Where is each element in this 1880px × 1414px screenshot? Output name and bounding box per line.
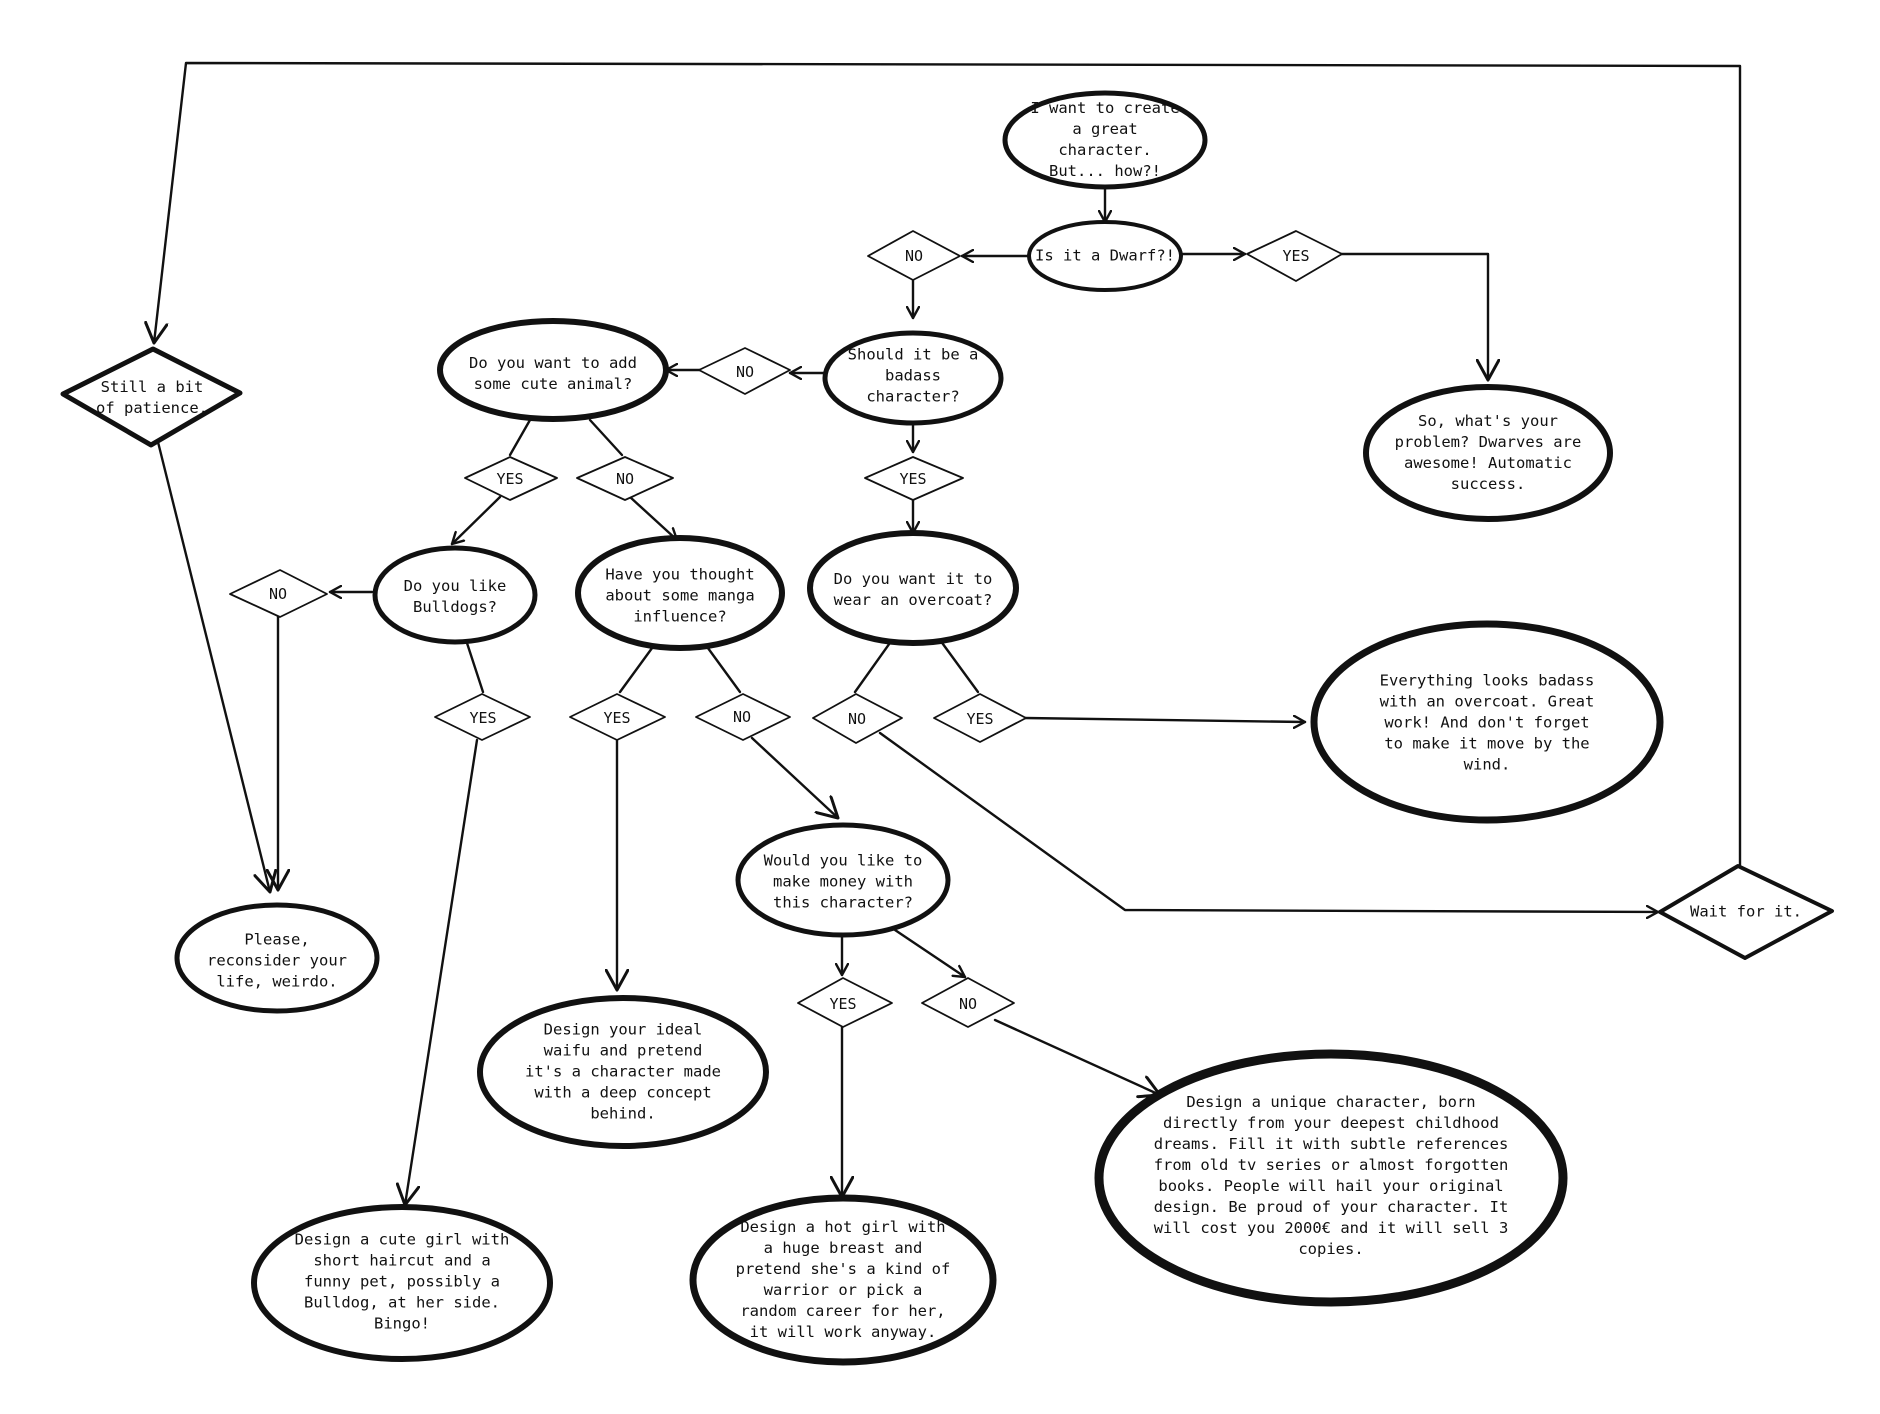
diamond-animal-yes — [464, 456, 558, 501]
edge-manga-no — [703, 642, 742, 694]
label-manga-yes: YES — [603, 709, 631, 727]
edge-yes-cute-girl — [405, 738, 479, 1205]
label-badass-no: NO — [735, 363, 755, 381]
node-hot-girl-shape — [689, 1194, 997, 1366]
node-badass: Should it be a badass character? — [847, 345, 979, 406]
diamond-bulldog-no — [229, 569, 328, 618]
node-wait: Wait for it. — [1690, 902, 1802, 921]
node-overcoat-shape — [807, 530, 1019, 646]
edge-animal-yes — [508, 418, 532, 457]
node-manga-shape — [575, 535, 785, 651]
diamond-bulldog-yes — [434, 693, 531, 741]
diamond-dwarf-no — [867, 230, 961, 281]
node-cute-animal-shape — [437, 318, 669, 422]
node-wait-shape — [1658, 864, 1834, 960]
node-unique-shape — [1094, 1049, 1568, 1307]
node-dwarf-shape — [1027, 220, 1183, 292]
node-badass-shape — [822, 330, 1004, 426]
label-animal-no: NO — [615, 470, 635, 488]
edge-overcoat-no — [853, 638, 894, 694]
edge-no-manga — [628, 495, 679, 542]
diamond-dwarf-yes — [1246, 230, 1343, 282]
label-manga-no: NO — [732, 708, 752, 726]
node-reconsider-shape — [174, 902, 380, 1014]
label-overcoat-no: NO — [847, 710, 867, 728]
node-dwarf-result: So, what's your problem? Dwarves are awe… — [1394, 412, 1582, 493]
label-animal-yes: YES — [496, 470, 524, 488]
node-patience-shape — [60, 346, 243, 448]
diamond-overcoat-yes — [933, 693, 1027, 743]
connector-lines — [154, 61, 1742, 1205]
node-overcoat: Do you want it to wear an overcoat? — [833, 570, 993, 609]
node-manga: Have you thought about some manga influe… — [605, 565, 755, 626]
label-money-yes: YES — [829, 995, 857, 1013]
edge-money-no — [893, 928, 967, 979]
label-dwarf-yes: YES — [1282, 247, 1310, 265]
node-overcoat-result: Everything looks badass with an overcoat… — [1379, 671, 1595, 774]
node-unique: Design a unique character, born directly… — [1153, 1093, 1509, 1258]
edge-manga-yes — [618, 642, 657, 694]
edge-yes-bulldogs — [450, 495, 502, 546]
edge-animal-no — [588, 418, 624, 457]
node-start: I want to create a great character. But.… — [1030, 99, 1180, 180]
edge-wait-patience — [154, 61, 1742, 867]
node-money: Would you like to make money with this c… — [763, 851, 923, 912]
edge-bulldogs-yes — [464, 638, 485, 694]
diamond-animal-no — [576, 456, 674, 501]
node-reconsider: Please, reconsider your life, weirdo. — [207, 930, 347, 991]
node-bulldogs: Do you like Bulldogs? — [403, 577, 507, 616]
edge-no-unique — [993, 1018, 1160, 1095]
diamond-badass-no — [698, 347, 791, 395]
node-waifu: Design your ideal waifu and pretend it's… — [525, 1020, 721, 1123]
node-cute-animal: Do you want to add some cute animal? — [469, 354, 637, 393]
diamond-money-yes — [797, 977, 893, 1028]
label-bulldog-yes: YES — [469, 709, 497, 727]
edge-patience-reconsider — [156, 440, 270, 892]
diamond-money-no — [921, 977, 1015, 1028]
node-money-shape — [735, 822, 951, 938]
label-money-no: NO — [958, 995, 978, 1013]
ellipse-nodes — [174, 90, 1664, 1366]
node-hot-girl: Design a hot girl with a huge breast and… — [735, 1218, 951, 1341]
edge-no-wait — [878, 731, 1660, 912]
edge-no-money — [750, 736, 838, 818]
node-cute-girl: Design a cute girl with short haircut an… — [294, 1230, 510, 1333]
diamond-badass-yes — [864, 456, 964, 501]
label-badass-yes: YES — [899, 470, 927, 488]
node-dwarf-result-shape — [1363, 384, 1613, 522]
diamond-manga-no — [695, 693, 791, 741]
label-bulldog-no: NO — [268, 585, 288, 603]
big-diamonds — [60, 346, 1834, 960]
node-bulldogs-shape — [372, 545, 538, 645]
label-diamonds — [229, 230, 1343, 1028]
edge-overcoat-yes — [938, 638, 980, 694]
node-start-shape — [1002, 90, 1208, 190]
diamond-overcoat-no — [812, 693, 903, 744]
diamond-manga-yes — [569, 693, 666, 741]
node-cute-girl-shape — [251, 1204, 553, 1362]
label-dwarf-no: NO — [904, 247, 924, 265]
edge-yes-dwarf-result — [1338, 252, 1488, 380]
node-overcoat-result-shape — [1310, 620, 1664, 824]
node-patience: Still a bit of patience. — [96, 378, 208, 417]
node-waifu-shape — [477, 995, 769, 1149]
edge-yes-overcoat-result — [1023, 718, 1307, 722]
label-overcoat-yes: YES — [966, 710, 994, 728]
node-dwarf: Is it a Dwarf?! — [1035, 246, 1175, 265]
